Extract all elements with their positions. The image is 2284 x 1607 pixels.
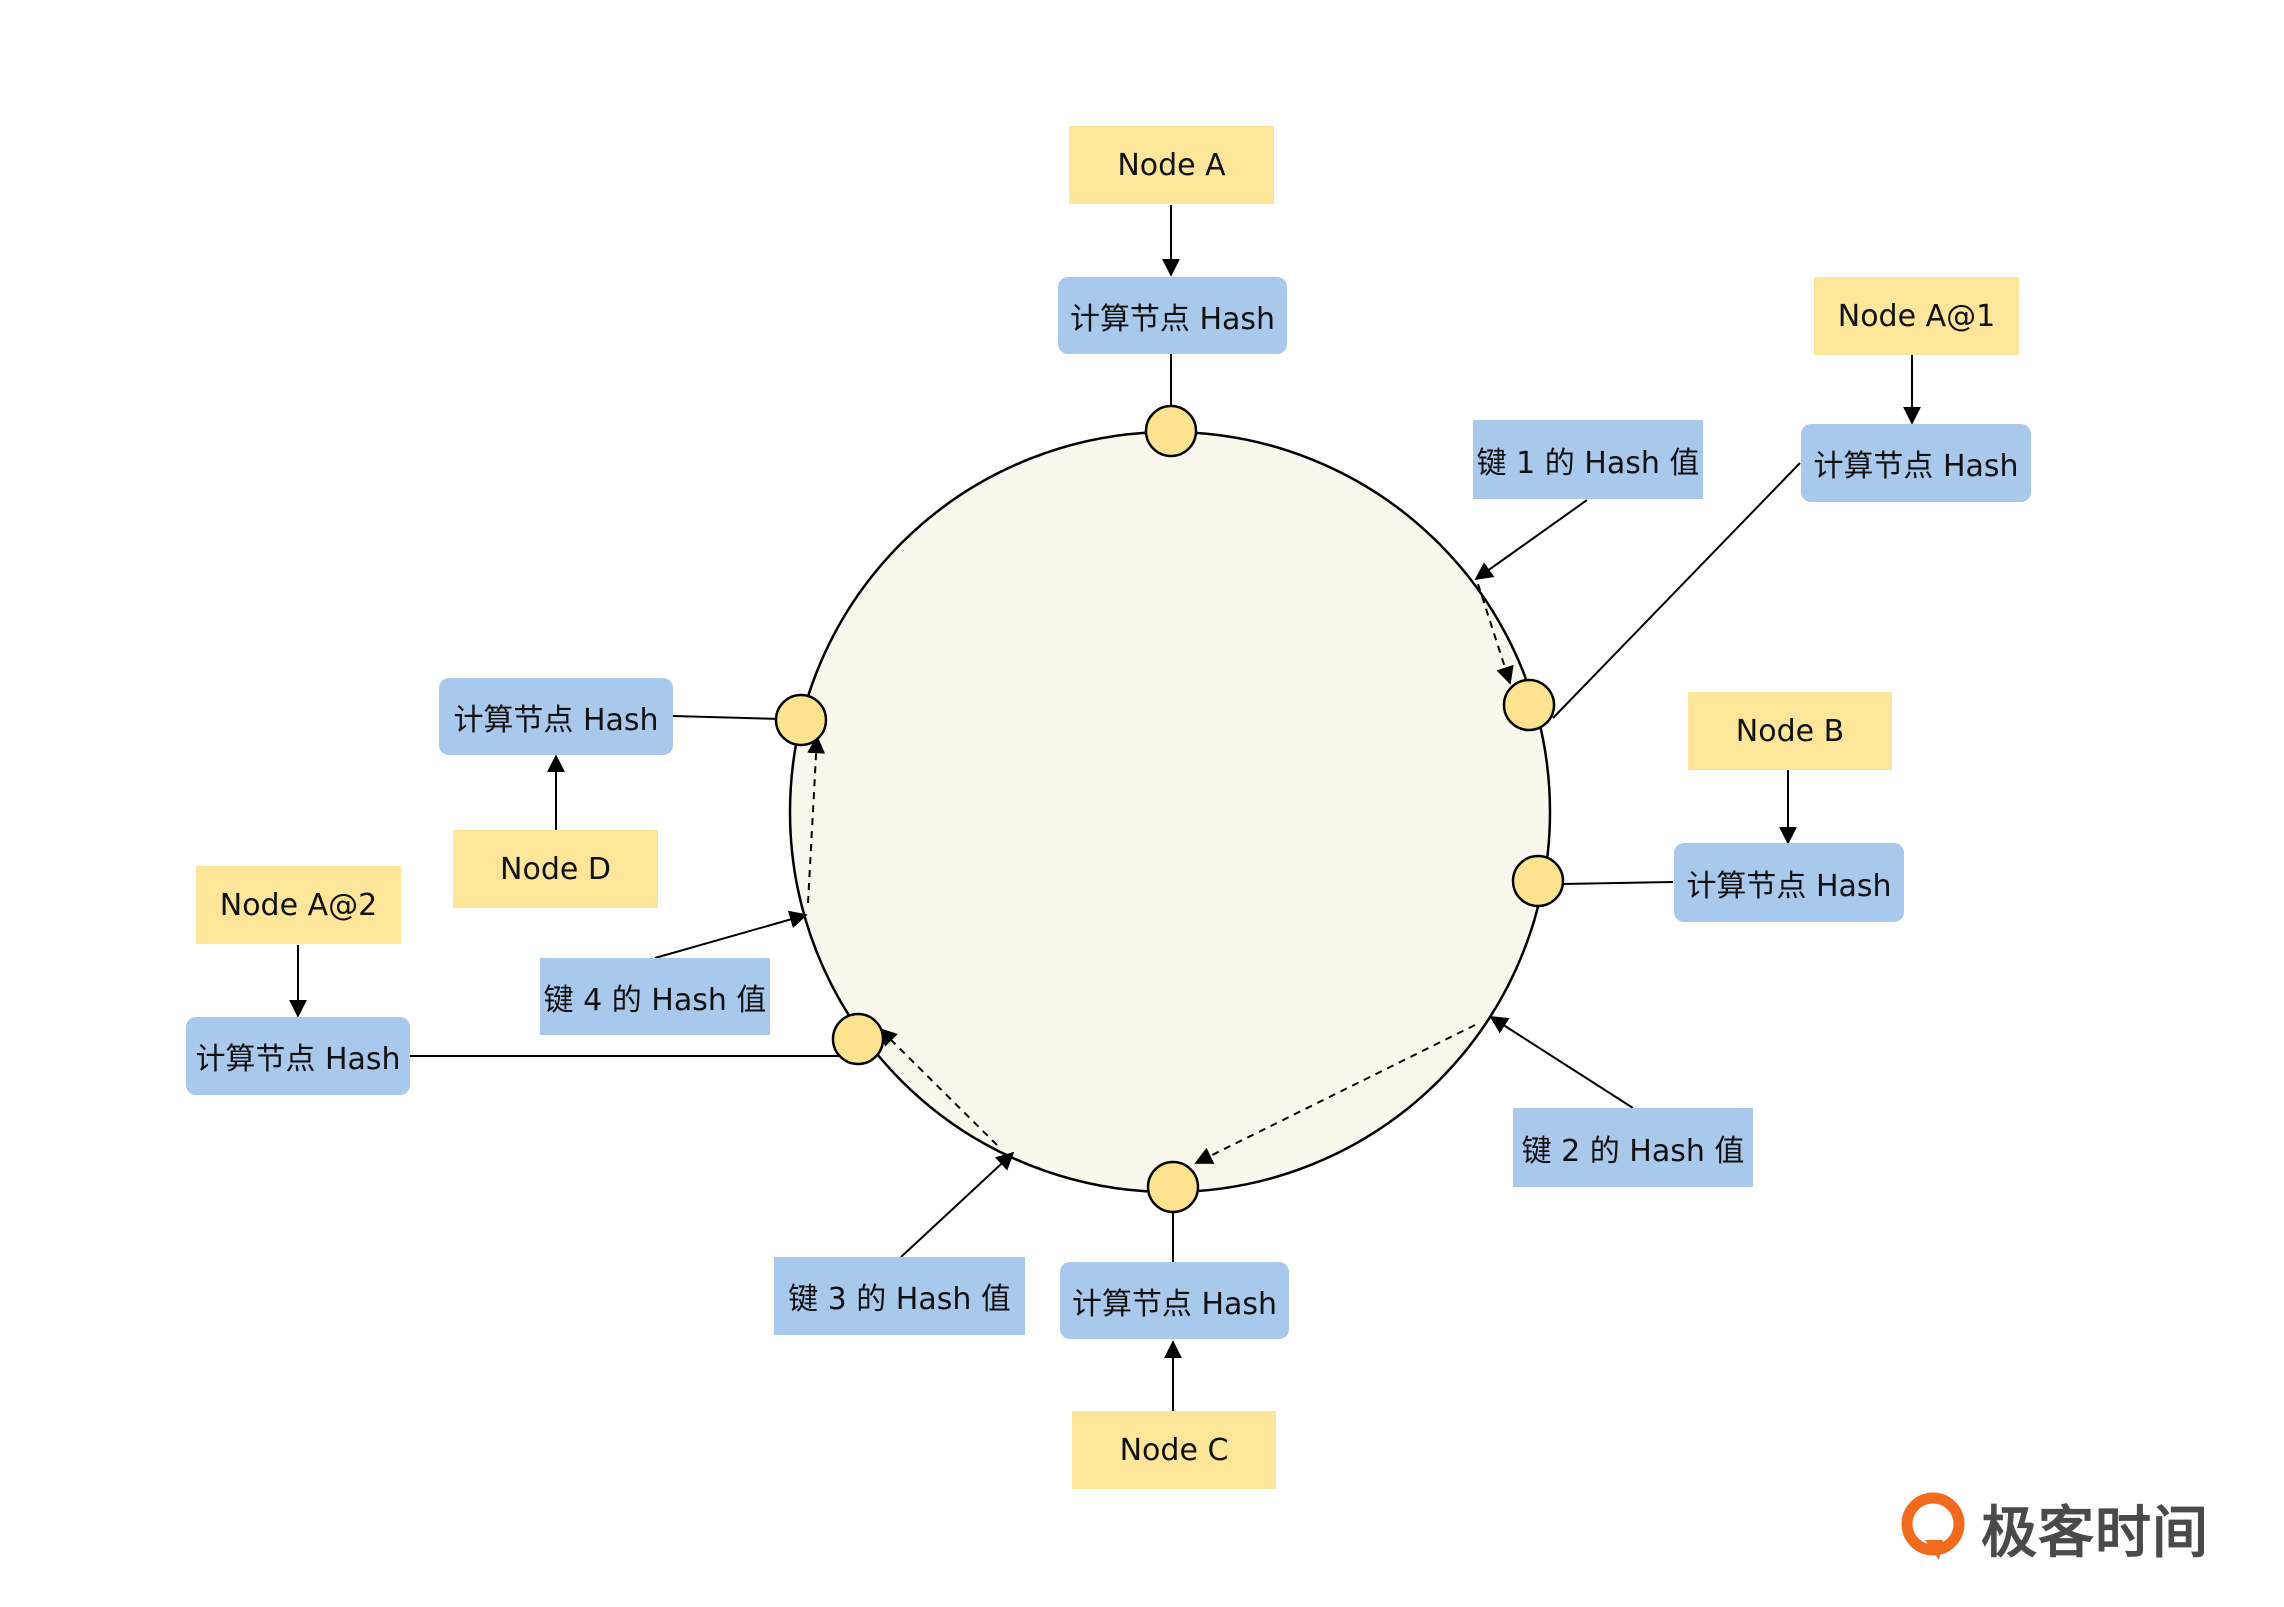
geekbang-logo: 极客时间	[1895, 1488, 2209, 1568]
geekbang-logo-icon	[1901, 1492, 1965, 1560]
hash-b-link	[1561, 881, 1674, 885]
node-d-label: Node D	[453, 830, 658, 908]
key2-arrow	[1489, 1016, 1634, 1109]
connector-lines	[289, 205, 1921, 1411]
key4-label: 键 4 的 Hash 值	[540, 958, 770, 1035]
hash-ring	[788, 430, 1552, 1194]
hash-node-a2-label: 计算节点 Hash	[186, 1017, 410, 1095]
hash-d-link	[672, 715, 783, 720]
key3-arrow	[900, 1151, 1015, 1258]
ring-point-node-b	[1511, 854, 1565, 908]
hash-node-a-label: 计算节点 Hash	[1058, 277, 1287, 354]
geekbang-logo-text: 极客时间	[1981, 1500, 2209, 1566]
hash-node-b-label: 计算节点 Hash	[1674, 843, 1904, 922]
node-c-label: Node C	[1072, 1411, 1276, 1489]
node-b-label: Node B	[1688, 692, 1892, 770]
key3-label: 键 3 的 Hash 值	[774, 1257, 1025, 1335]
key4-to-node-d	[807, 735, 826, 904]
ring-point-node-a2	[831, 1012, 885, 1066]
hash-node-d-label: 计算节点 Hash	[439, 678, 673, 755]
key4-arrow	[654, 910, 808, 959]
node-a1-label: Node A@1	[1814, 277, 2019, 355]
ring-point-node-c	[1146, 1160, 1200, 1214]
key1-label: 键 1 的 Hash 值	[1473, 420, 1703, 499]
key3-to-node-a2	[878, 1027, 998, 1146]
key2-label: 键 2 的 Hash 值	[1513, 1108, 1753, 1187]
ring-point-node-a	[1144, 404, 1198, 458]
ring-points	[774, 404, 1565, 1214]
hash-node-c-label: 计算节点 Hash	[1060, 1262, 1289, 1339]
hash-a1-link	[1552, 462, 1801, 719]
key-to-node-paths	[807, 583, 1514, 1164]
hash-node-a1-label: 计算节点 Hash	[1801, 424, 2031, 502]
node-a2-label: Node A@2	[196, 866, 401, 944]
node-a-label: Node A	[1069, 126, 1274, 204]
ring-point-node-d	[774, 693, 828, 747]
ring-point-node-a1	[1502, 678, 1556, 732]
key1-arrow	[1474, 499, 1588, 581]
key1-to-node-a1	[1477, 583, 1514, 685]
